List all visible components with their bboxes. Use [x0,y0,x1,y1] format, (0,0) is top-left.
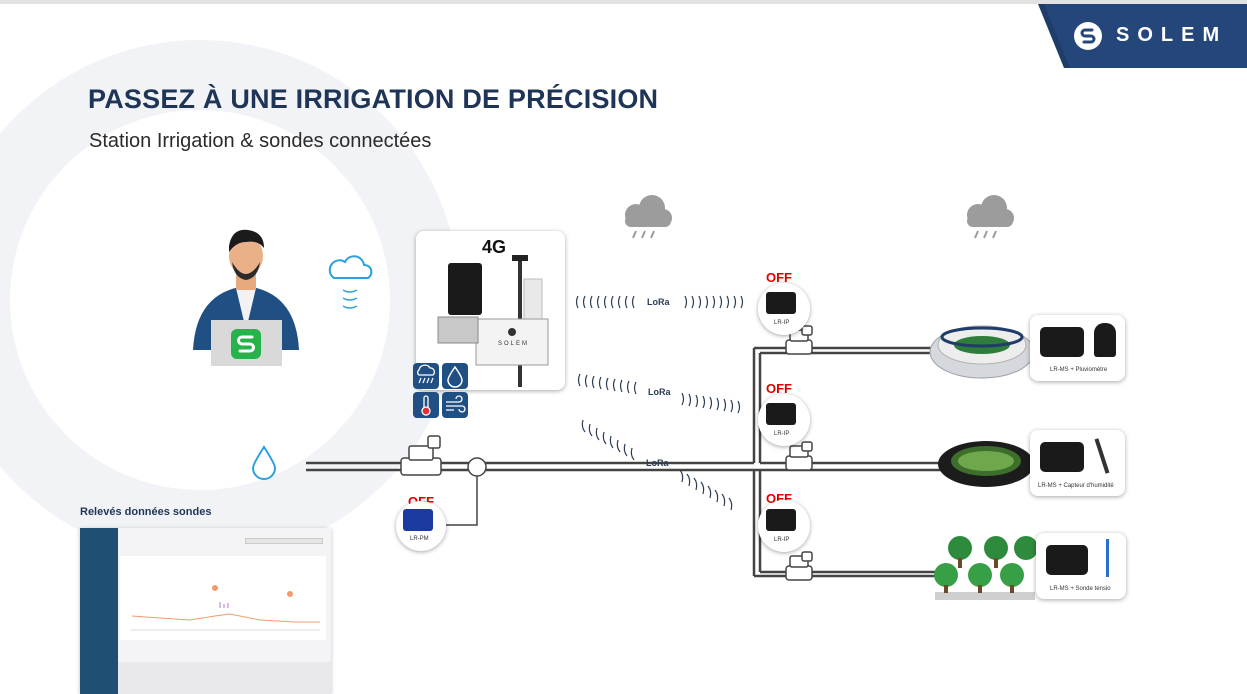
lr-ip-device: LR-IP [758,283,810,335]
main-pipe [306,346,944,578]
sensor-card: LR-MS + Pluviomètre [1030,315,1125,381]
moisture-probe-icon [1094,438,1110,474]
weather-station-card: 4G SOLEM [416,231,565,390]
device-label: LR-IP [774,431,790,437]
trees-icon [934,536,1038,600]
lr-ip-device: LR-IP [758,394,810,446]
device-label: LR-IP [774,320,790,326]
device-label: LR-IP [774,537,790,543]
lora-label: LoRa [646,458,669,468]
zone-status: OFF [766,270,792,285]
device-label: LR-PM [410,536,429,542]
sensor-module-icon [1040,442,1084,472]
rain-gauge-icon [1094,323,1116,357]
stadium-icon [929,325,1035,379]
page-subtitle: Station Irrigation & sondes connectées [89,130,432,152]
dashboard-search [245,538,323,544]
lr-pm-device: LR-PM [396,501,446,551]
controller-icon [403,509,433,531]
sensor-card: LR-MS + Capteur d'humidité [1030,430,1125,496]
wind-icon [442,392,468,418]
dashboard-footer [118,662,331,694]
network-label: 4G [482,237,507,257]
roundabout-icon [938,441,1034,487]
dashboard-chart [130,585,320,631]
sensor-label: LR-MS + Sonde tensio [1050,586,1111,592]
rain-cloud-icon [625,195,672,239]
controller-icon [766,509,796,531]
sensor-card: LR-MS + Sonde tensio [1036,533,1126,599]
dashboard-label: Relevés données sondes [80,506,212,518]
controller-icon [766,403,796,425]
humidity-icon [442,363,468,389]
temperature-icon [413,392,439,418]
lora-label: LoRa [648,387,671,397]
sensor-module-icon [1040,327,1084,357]
page-title: PASSEZ À UNE IRRIGATION DE PRÉCISION [88,84,659,114]
weather-station-icon [437,255,549,387]
brand-name: SOLEM [1116,24,1228,46]
sensor-label: LR-MS + Pluviomètre [1050,367,1108,373]
lora-label: LoRa [647,297,670,307]
dashboard-sidebar [80,528,118,694]
tensiometer-icon [1106,539,1109,577]
main-valve-icon [400,435,487,477]
top-border [0,0,1247,4]
cloud-icon [328,255,373,309]
zone-status: OFF [766,381,792,396]
rain-icon [413,363,439,389]
dashboard-preview [80,528,331,694]
controller-icon [766,292,796,314]
sensor-module-icon [1046,545,1088,575]
water-drop-icon [251,445,277,480]
solem-logo-icon [1074,22,1102,50]
sensor-label: LR-MS + Capteur d'humidité [1038,483,1114,489]
user-avatar-icon [193,229,299,366]
rain-cloud-icon [967,195,1014,239]
lr-ip-device: LR-IP [758,500,810,552]
lora-waves [575,295,744,511]
zone-valves [785,325,813,581]
station-brand-label: SOLEM [498,341,530,347]
dashboard-chart-area [120,556,326,640]
